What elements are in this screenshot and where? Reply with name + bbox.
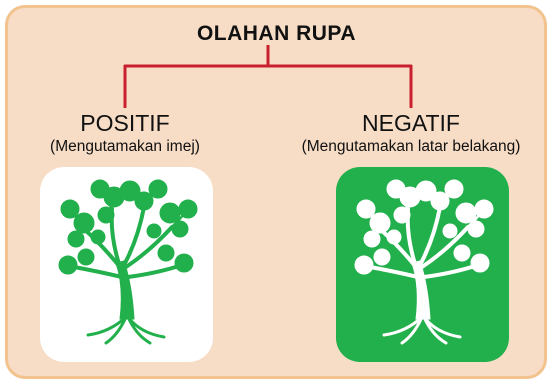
- negative-label: NEGATIF: [362, 110, 460, 136]
- diagram-title: OLAHAN RUPA: [196, 22, 357, 45]
- positive-image-card: [40, 167, 213, 362]
- positive-label: POSITIF: [80, 110, 170, 136]
- negative-image-card: [336, 167, 509, 362]
- negative-description: (Mengutamakan latar belakang): [301, 138, 521, 155]
- positive-description: (Mengutamakan imej): [50, 138, 200, 155]
- white-tree-icon: [354, 179, 494, 345]
- green-tree-icon: [58, 179, 198, 345]
